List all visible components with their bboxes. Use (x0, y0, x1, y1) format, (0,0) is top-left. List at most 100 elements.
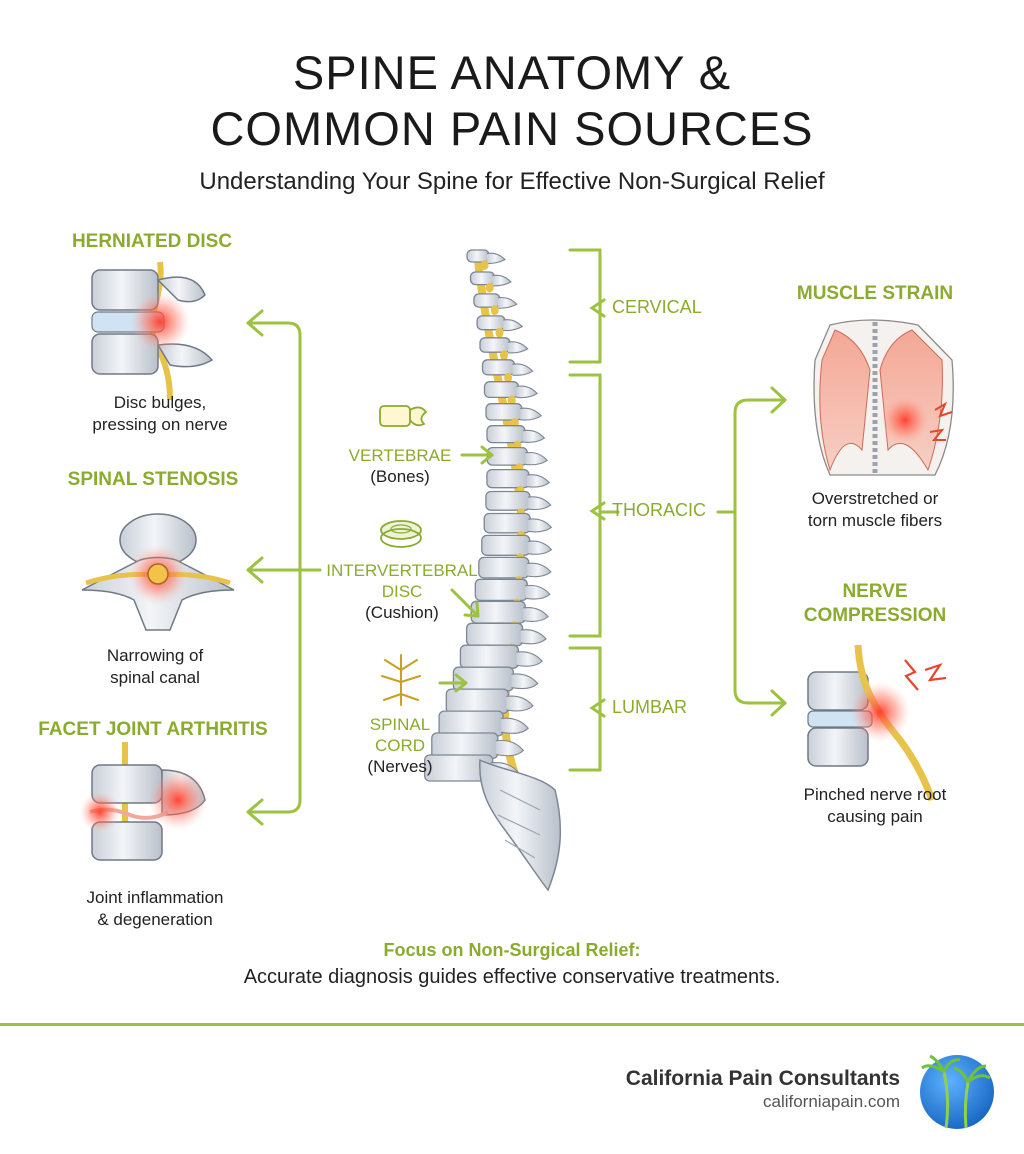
spinal-cord-label-line-1: SPINAL (369, 715, 431, 734)
page-title-line-2: COMMON PAIN SOURCES (210, 102, 814, 155)
vertebra (438, 710, 504, 737)
spinal-cord-icon (381, 654, 421, 706)
vertebra (481, 534, 531, 556)
vertebra-process (527, 540, 553, 555)
vertebra-process (516, 651, 543, 667)
vertebra (485, 490, 531, 511)
intervertebral-disc (490, 305, 499, 316)
vertebra (469, 271, 496, 286)
intervertebral-disc (507, 395, 516, 406)
vertebra (483, 381, 520, 399)
palm-tree-logo (920, 1054, 994, 1129)
intervertebral-disc (485, 282, 494, 293)
herniated-disc-caption-line-2: pressing on nerve (92, 415, 228, 434)
intervertebral-disc (495, 327, 504, 338)
spine-illustration (424, 249, 562, 892)
facet-arthritis-caption-line-2: & degeneration (97, 910, 213, 929)
vertebra-process (528, 518, 553, 533)
disc-sub: (Cushion) (365, 603, 439, 622)
vertebra-process (527, 496, 552, 511)
vertebra (486, 446, 528, 466)
vertebra-process (497, 296, 518, 309)
herniated-disc-caption-line-1: Disc bulges, (113, 393, 207, 412)
nerve-compression-caption-line-2: causing pain (827, 807, 923, 826)
page-title-line-1: SPINE ANATOMY & (292, 46, 732, 99)
intervertebral-disc (480, 260, 489, 270)
vertebra (486, 425, 526, 444)
nerve-compression-title: NERVE COMPRESSION (780, 580, 970, 628)
vertebra-process (511, 673, 539, 690)
facet-arthritis-title: FACET JOINT ARTHRITIS (38, 719, 268, 740)
vertebrae-label: VERTEBRAE (348, 446, 452, 465)
spinal-stenosis-illustration (81, 513, 235, 631)
vertebra-icon (379, 405, 428, 427)
vertebra-process (507, 341, 529, 354)
vertebra (486, 468, 530, 489)
herniated-disc-title: HERNIATED DISC (71, 231, 233, 252)
intervertebral-disc (500, 350, 508, 361)
vertebra-process (526, 474, 551, 488)
region-brackets (568, 248, 620, 772)
left-connector-bracket (246, 309, 322, 826)
herniated-disc-illustration (91, 261, 214, 401)
facet-arthritis-caption: Joint inflammation & degeneration (45, 887, 265, 931)
disc-icon (380, 520, 422, 548)
vertebra-process (495, 739, 525, 757)
vertebra (474, 578, 528, 602)
spinal-stenosis-title: SPINAL STENOSIS (67, 469, 239, 490)
vertebra-process (519, 407, 542, 421)
vertebra (473, 293, 501, 308)
vertebra (483, 512, 531, 534)
footer-divider (0, 1023, 1024, 1026)
herniated-disc-caption: Disc bulges, pressing on nerve (60, 392, 260, 436)
facet-arthritis-caption-line-1: Joint inflammation (86, 888, 224, 907)
disc-label-block: INTERVERTEBRAL DISC (Cushion) (322, 560, 482, 623)
muscle-strain-caption-line-2: torn muscle fibers (807, 511, 943, 530)
spinal-cord-label-block: SPINAL CORD (Nerves) (355, 714, 445, 777)
muscle-strain-caption-line-1: Overstretched or (811, 489, 939, 508)
nerve-compression-title-line-2: COMPRESSION (803, 605, 947, 626)
vertebra (459, 644, 520, 669)
vertebra-process (525, 584, 551, 600)
disc-label-line-2: DISC (381, 582, 423, 601)
vertebra-process (502, 319, 524, 332)
vertebrae-sub: (Bones) (370, 467, 430, 486)
spinal-stenosis-caption-line-1: Narrowing of (106, 646, 204, 665)
pinched-nerve-illustration (807, 644, 947, 802)
spinal-cord-label-line-2: CORD (374, 736, 426, 755)
vertebra-process (525, 451, 549, 466)
vertebra (445, 688, 509, 714)
muscle-strain-caption: Overstretched or torn muscle fibers (770, 488, 980, 532)
nerve-compression-caption-line-1: Pinched nerve root (803, 785, 947, 804)
region-thoracic: THORACIC (612, 500, 706, 520)
focus-text: Accurate diagnosis guides effective cons… (243, 966, 781, 988)
facet-arthritis-illustration (80, 742, 208, 861)
vertebra-process (486, 252, 506, 265)
nerve-compression-caption: Pinched nerve root causing pain (770, 784, 980, 828)
vertebra-process (492, 274, 512, 287)
muscle-strain-title: MUSCLE STRAIN (796, 283, 954, 304)
vertebra-process (500, 717, 529, 734)
vertebra (476, 315, 506, 331)
back-muscle-illustration (813, 319, 954, 476)
vertebra-process (526, 562, 552, 578)
company-name: California Pain Consultants (625, 1067, 900, 1090)
vertebra (465, 622, 524, 647)
region-cervical: CERVICAL (612, 297, 702, 317)
spinal-cord-sub: (Nerves) (367, 757, 433, 776)
vertebra (478, 556, 530, 579)
vertebra-process (522, 429, 546, 443)
right-connector-bracket (716, 386, 787, 717)
region-lumbar: LUMBAR (612, 697, 688, 717)
company-url[interactable]: californiapain.com (762, 1092, 900, 1111)
page-subtitle: Understanding Your Spine for Effective N… (199, 168, 825, 195)
vertebra (481, 359, 516, 376)
focus-title: Focus on Non-Surgical Relief: (383, 940, 641, 960)
vertebra-process (516, 385, 538, 399)
spinal-stenosis-caption: Narrowing of spinal canal (55, 645, 255, 689)
vertebra-process (520, 629, 547, 645)
vertebrae-label-block: VERTEBRAE (Bones) (340, 445, 460, 487)
intervertebral-disc (504, 372, 513, 383)
disc-label-line-1: INTERVERTEBRAL (326, 561, 478, 580)
